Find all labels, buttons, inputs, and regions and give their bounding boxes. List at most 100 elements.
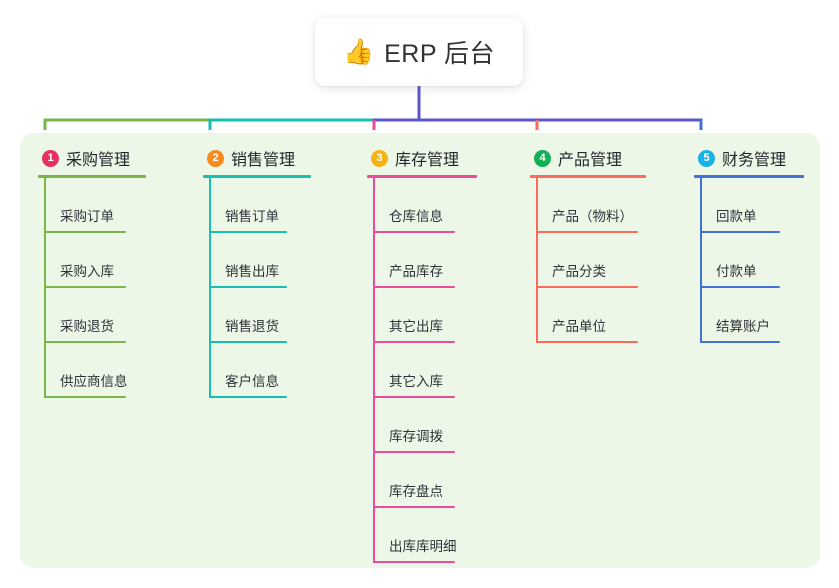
branch-item[interactable]: 销售出库 (203, 233, 313, 288)
branch-number-badge: 3 (371, 149, 388, 167)
branch-item-list: 回款单付款单结算账户 (694, 178, 806, 343)
branch-item[interactable]: 采购退货 (38, 288, 148, 343)
branch-header-rule (367, 175, 477, 178)
branch-item-rule (373, 561, 455, 563)
branch-item-label: 仓库信息 (389, 209, 443, 224)
branch-header-1[interactable]: 1 采购管理 (38, 146, 148, 170)
branch-number-badge: 1 (42, 149, 59, 167)
branch-item-label: 客户信息 (225, 374, 279, 389)
branch-item[interactable]: 库存盘点 (367, 453, 479, 508)
branch-item[interactable]: 其它出库 (367, 288, 479, 343)
branch-item-label: 销售订单 (225, 209, 279, 224)
branch-item-list: 仓库信息产品库存其它出库其它入库库存调拨库存盘点出库库明细 (367, 178, 479, 563)
branch-header-5[interactable]: 5 财务管理 (694, 146, 806, 170)
branch-item[interactable]: 销售订单 (203, 178, 313, 233)
branch-item-rule (209, 286, 287, 288)
branch-item-list: 采购订单采购入库采购退货供应商信息 (38, 178, 148, 398)
branch-item-label: 销售出库 (225, 264, 279, 279)
branch-item[interactable]: 付款单 (694, 233, 806, 288)
branch-item-label: 供应商信息 (60, 374, 128, 389)
branch-number-badge: 5 (698, 149, 715, 167)
branch-item-rule (44, 286, 126, 288)
branch-item-label: 产品分类 (552, 264, 606, 279)
branch-item-list: 销售订单销售出库销售退货客户信息 (203, 178, 313, 398)
branch-item-rule (44, 341, 126, 343)
branch-item-rule (373, 451, 455, 453)
branch-number-badge: 4 (534, 149, 551, 167)
branch-title: 采购管理 (66, 152, 131, 169)
branch-item[interactable]: 其它入库 (367, 343, 479, 398)
branch-spine (536, 178, 538, 343)
branch-item-label: 结算账户 (716, 319, 770, 334)
branch-item[interactable]: 产品单位 (530, 288, 648, 343)
branch-item-label: 其它出库 (389, 319, 443, 334)
branch-item-rule (700, 341, 780, 343)
branch-header-rule (694, 175, 804, 178)
branch-column-5: 5 财务管理回款单付款单结算账户 (694, 146, 806, 343)
branch-item-label: 回款单 (716, 209, 757, 224)
branch-spine (44, 178, 46, 398)
branch-spine (373, 178, 375, 563)
branch-item[interactable]: 出库库明细 (367, 508, 479, 563)
branch-item[interactable]: 产品分类 (530, 233, 648, 288)
branch-item-label: 产品单位 (552, 319, 606, 334)
root-node-label: ERP 后台 (384, 40, 496, 68)
branch-number-badge: 2 (207, 149, 224, 167)
branch-header-rule (203, 175, 311, 178)
branch-column-1: 1 采购管理采购订单采购入库采购退货供应商信息 (38, 146, 148, 398)
branch-item[interactable]: 库存调拨 (367, 398, 479, 453)
branch-item[interactable]: 仓库信息 (367, 178, 479, 233)
branch-spine (700, 178, 702, 343)
branch-column-2: 2 销售管理销售订单销售出库销售退货客户信息 (203, 146, 313, 398)
branch-item-rule (209, 341, 287, 343)
branch-item[interactable]: 采购订单 (38, 178, 148, 233)
branch-item-label: 出库库明细 (389, 539, 457, 554)
branch-header-3[interactable]: 3 库存管理 (367, 146, 479, 170)
branch-header-2[interactable]: 2 销售管理 (203, 146, 313, 170)
branch-item[interactable]: 回款单 (694, 178, 806, 233)
branch-item-label: 采购订单 (60, 209, 114, 224)
branch-title: 库存管理 (395, 152, 460, 169)
branch-item-label: 库存调拨 (389, 429, 443, 444)
branch-item-rule (44, 231, 126, 233)
diagram-background-panel (20, 133, 820, 568)
branch-title: 财务管理 (722, 152, 787, 169)
branch-item-rule (209, 231, 287, 233)
branch-item-rule (373, 341, 455, 343)
branch-column-4: 4 产品管理产品（物料） 产品分类产品单位 (530, 146, 648, 343)
branch-item-rule (373, 286, 455, 288)
thumbs-up-icon: 👍 (342, 37, 375, 66)
branch-item[interactable]: 销售退货 (203, 288, 313, 343)
branch-item-rule (700, 231, 780, 233)
branch-title: 产品管理 (558, 152, 623, 169)
branch-header-4[interactable]: 4 产品管理 (530, 146, 648, 170)
branch-item-rule (373, 396, 455, 398)
branch-item-label: 其它入库 (389, 374, 443, 389)
branch-item[interactable]: 产品库存 (367, 233, 479, 288)
branch-header-rule (530, 175, 646, 178)
branch-item-rule (44, 396, 126, 398)
branch-item-label: 采购退货 (60, 319, 114, 334)
branch-item-label: 采购入库 (60, 264, 114, 279)
branch-item[interactable]: 结算账户 (694, 288, 806, 343)
branch-item-label: 付款单 (716, 264, 757, 279)
branch-item-rule (536, 341, 638, 343)
branch-item-list: 产品（物料） 产品分类产品单位 (530, 178, 648, 343)
branch-item-rule (373, 231, 455, 233)
branch-item[interactable]: 供应商信息 (38, 343, 148, 398)
branch-item-rule (373, 506, 455, 508)
branch-item[interactable]: 采购入库 (38, 233, 148, 288)
branch-item-label: 销售退货 (225, 319, 279, 334)
branch-item[interactable]: 客户信息 (203, 343, 313, 398)
branch-item[interactable]: 产品（物料） (530, 178, 648, 233)
branch-item-rule (536, 231, 638, 233)
root-node-erp-backend[interactable]: 👍 ERP 后台 (315, 18, 523, 86)
branch-item-label: 库存盘点 (389, 484, 443, 499)
branch-item-label: 产品库存 (389, 264, 443, 279)
branch-title: 销售管理 (231, 152, 296, 169)
branch-header-rule (38, 175, 146, 178)
branch-item-label: 产品（物料） (552, 209, 633, 224)
branch-item-rule (536, 286, 638, 288)
branch-item-rule (700, 286, 780, 288)
